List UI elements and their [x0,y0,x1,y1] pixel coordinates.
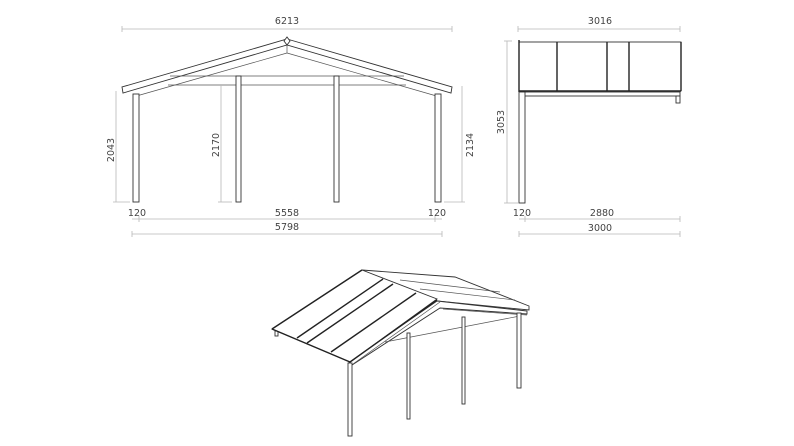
dimension-overall-roof-width: 6213 [121,16,453,32]
roof-panels [518,40,682,97]
tie-beam [168,75,406,86]
post-3d-front-left [347,362,353,437]
dimension-side-bottom: 120 2880 3000 [513,208,681,237]
dimension-label: 3053 [496,110,507,134]
gable-roof [121,36,453,98]
dimension-total-height: 3053 [496,40,518,204]
dimension-label: 6213 [275,16,299,27]
dimension-label: 120 [428,208,446,219]
front-elevation: 6213 2043 2170 [106,16,476,237]
dimension-label: 2134 [465,133,476,157]
post-left [132,93,140,203]
dimension-label: 2043 [106,138,117,162]
post-inner-left [235,75,242,203]
post-3d-inner-left [406,332,411,420]
dimension-label: 3016 [588,16,612,27]
dimension-bottom-spans: 120 5558 120 5798 [128,208,446,237]
dimension-label: 2880 [590,208,614,219]
dimension-center-post-height: 2170 [211,85,232,203]
dimension-label: 120 [128,208,146,219]
dimension-left-post-height: 2043 [106,91,130,203]
post-inner-right [333,75,340,203]
post-3d-right [516,312,522,389]
post-side-stub [675,95,681,104]
post-right [434,93,442,203]
post-3d-inner-right [461,316,466,405]
isometric-view [271,269,530,437]
dimension-label: 3000 [588,223,612,234]
side-elevation: 3016 3053 120 2880 3000 [496,16,682,237]
dimension-roof-depth: 3016 [517,16,681,32]
dimension-label: 5558 [275,208,299,219]
dimension-label: 5798 [275,222,299,233]
dimension-right-post-height: 2134 [444,86,476,203]
post-side [518,91,526,204]
dimension-label: 120 [513,208,531,219]
dimension-label: 2170 [211,133,222,157]
